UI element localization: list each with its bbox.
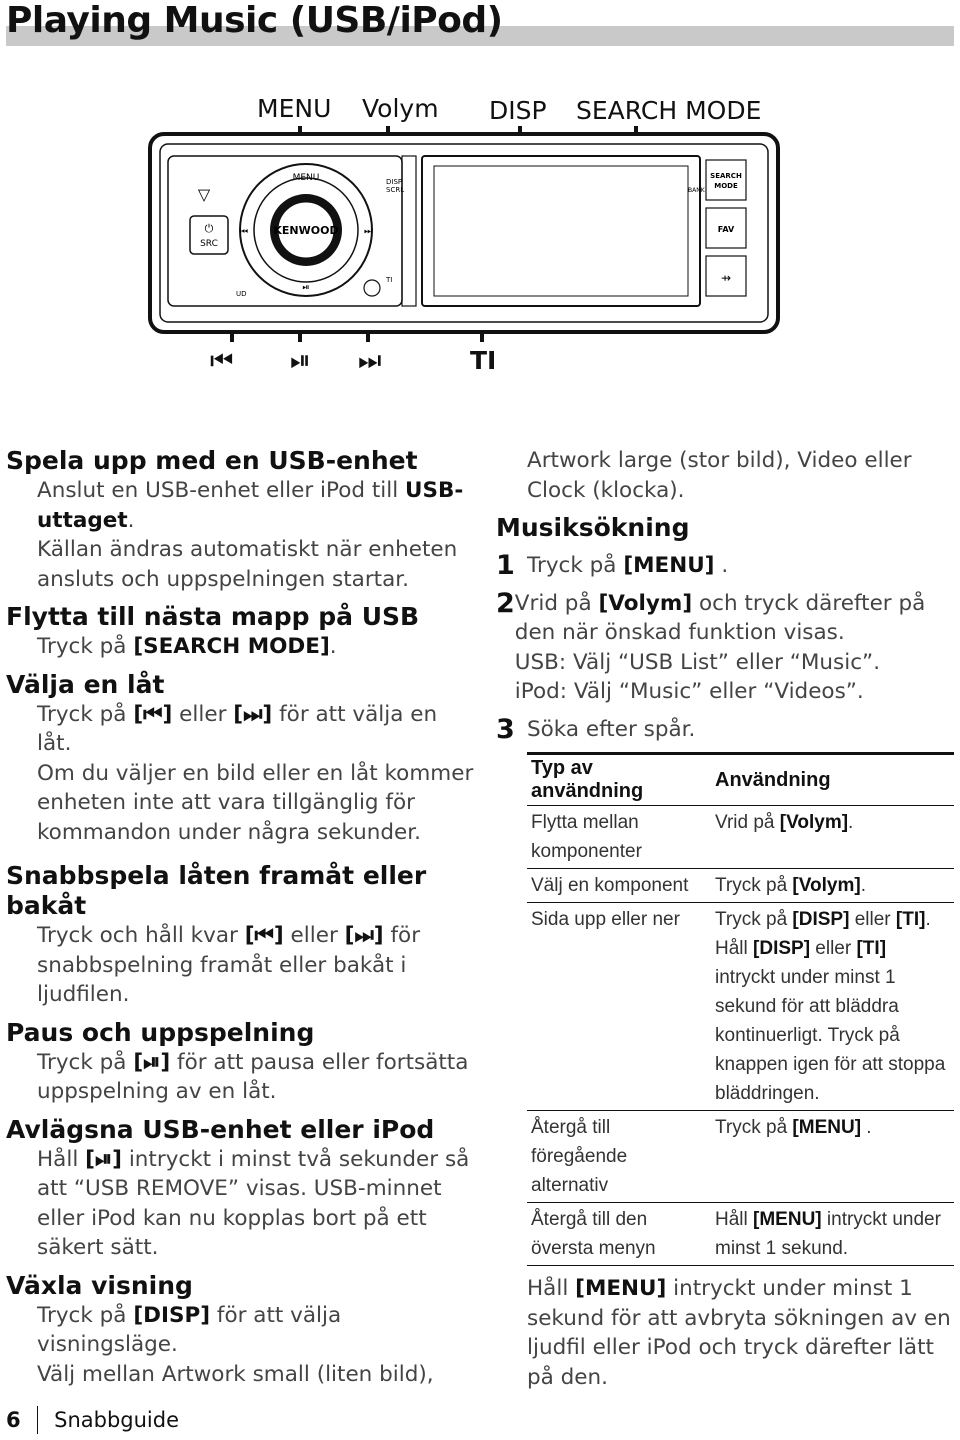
- text-display-options-cont: Artwork large (stor bild), Video eller C…: [527, 448, 912, 503]
- footer-section: Snabbguide: [54, 1408, 180, 1432]
- heading-play-usb: Spela upp med en USB-enhet: [6, 446, 418, 475]
- table-header-type: Typ av användning: [527, 752, 711, 806]
- step-1: 1 Tryck på [MENU] .: [496, 550, 729, 581]
- eject-icon: ▽: [198, 185, 211, 204]
- page-title: Playing Music (USB/iPod): [6, 0, 503, 41]
- svg-text:FAV: FAV: [718, 225, 735, 234]
- text-display-options: Välj mellan Artwork small (liten bild),: [37, 1361, 434, 1387]
- display-screen: [421, 155, 701, 307]
- svg-text:DISP: DISP: [386, 178, 402, 186]
- text-remove-usb: Håll [⏯] intryckt i minst två sekunder s…: [37, 1146, 470, 1261]
- title-underline-bar: [6, 26, 954, 46]
- table-row: Återgå till den översta menyn Håll [MENU…: [527, 1202, 954, 1266]
- text-pause-play: Tryck på [⏯] för att pausa eller fortsät…: [37, 1049, 469, 1105]
- heading-music-search: Musiksökning: [496, 513, 690, 542]
- left-column: Spela upp med en USB-enhet Anslut en USB…: [6, 446, 476, 1389]
- svg-text:MENU: MENU: [293, 173, 320, 183]
- heading-remove-usb: Avlägsna USB-enhet eller iPod: [6, 1114, 435, 1144]
- label-menu: MENU: [257, 94, 332, 123]
- label-ti: TI: [470, 346, 497, 375]
- page-footer: 6 Snabbguide: [6, 1406, 179, 1434]
- footer-divider: [36, 1406, 39, 1434]
- step-3: 3 Söka efter spår.: [496, 713, 696, 745]
- text-switch-display: Tryck på [DISP] för att välja visningslä…: [37, 1302, 342, 1358]
- text-connect-usb: Anslut en USB-enhet eller iPod till USB-…: [37, 478, 464, 533]
- svg-text:SCRL: SCRL: [386, 186, 404, 194]
- fav-button: [705, 207, 747, 249]
- heading-switch-display: Växla visning: [6, 1270, 193, 1300]
- text-cancel-search: Håll [MENU] intryckt under minst 1 sekun…: [527, 1276, 951, 1390]
- car-stereo-illustration: ▽ ⏻ SRC KENWOOD MENU ⏮ ⏭ ⏯ DISP SCRL TI …: [148, 126, 780, 342]
- svg-text:SEARCH: SEARCH: [710, 172, 742, 180]
- brand-logo: KENWOOD: [273, 224, 338, 237]
- text-select-song: Tryck på [⏮] eller [⏭] för att välja en …: [37, 701, 438, 757]
- knob-play-icon: ⏯: [302, 283, 309, 293]
- svg-text:SRC: SRC: [200, 239, 218, 249]
- text-select-note: Om du väljer en bild eller en låt kommer…: [37, 760, 474, 845]
- search-mode-button: [705, 159, 747, 201]
- label-disp: DISP: [489, 96, 547, 125]
- label-next-icon: ⏭: [358, 346, 382, 376]
- ti-button: [363, 279, 381, 297]
- table-row: Välj en komponent Tryck på [Volym].: [527, 868, 954, 903]
- heading-fast-forward: Snabbspela låten framåt eller bakåt: [6, 861, 427, 920]
- table-header-usage: Användning: [711, 752, 954, 806]
- step-2: 2 Vrid på [Volym] och tryck därefter på …: [496, 588, 956, 707]
- page-number: 6: [6, 1408, 21, 1432]
- text-source-change: Källan ändras automatiskt när enheten an…: [37, 537, 458, 592]
- knob-prev-icon: ⏮: [240, 227, 248, 237]
- text-usb-option: USB: Välj “USB List” eller “Music”.: [514, 649, 881, 675]
- power-icon: ⏻: [205, 222, 214, 235]
- heading-select-song: Välja en låt: [6, 669, 165, 699]
- text-fast-forward: Tryck och håll kvar [⏮] eller [⏭] för sn…: [37, 923, 421, 1007]
- knob-next-icon: ⏭: [364, 227, 372, 237]
- svg-text:BANK: BANK: [688, 187, 706, 194]
- usb-port: [705, 255, 747, 297]
- heading-pause-play: Paus och uppspelning: [6, 1017, 315, 1047]
- label-prev-icon: ⏮: [210, 346, 234, 376]
- src-button: [189, 215, 229, 255]
- heading-next-folder: Flytta till nästa mapp på USB: [6, 602, 420, 631]
- svg-text:TI: TI: [385, 276, 392, 284]
- usage-table: Typ av användning Användning Flytta mell…: [527, 752, 954, 1266]
- svg-text:UD: UD: [236, 290, 247, 298]
- svg-text:MODE: MODE: [714, 182, 738, 190]
- table-row: Återgå till föregående alternativ Tryck …: [527, 1110, 954, 1203]
- label-play-pause-icon: ⏯: [290, 346, 311, 376]
- table-row: Sida upp eller ner Tryck på [DISP] eller…: [527, 902, 954, 1111]
- table-row: Flytta mellan komponenter Vrid på [Volym…: [527, 805, 954, 869]
- label-search-mode: SEARCH MODE: [576, 96, 762, 125]
- right-column: Artwork large (stor bild), Video eller C…: [496, 446, 956, 1392]
- label-volym: Volym: [362, 94, 439, 123]
- usb-icon: ⇸: [721, 271, 731, 285]
- text-next-folder: Tryck på [SEARCH MODE].: [37, 634, 337, 659]
- text-ipod-option: iPod: Välj “Music” eller “Videos”.: [514, 679, 864, 704]
